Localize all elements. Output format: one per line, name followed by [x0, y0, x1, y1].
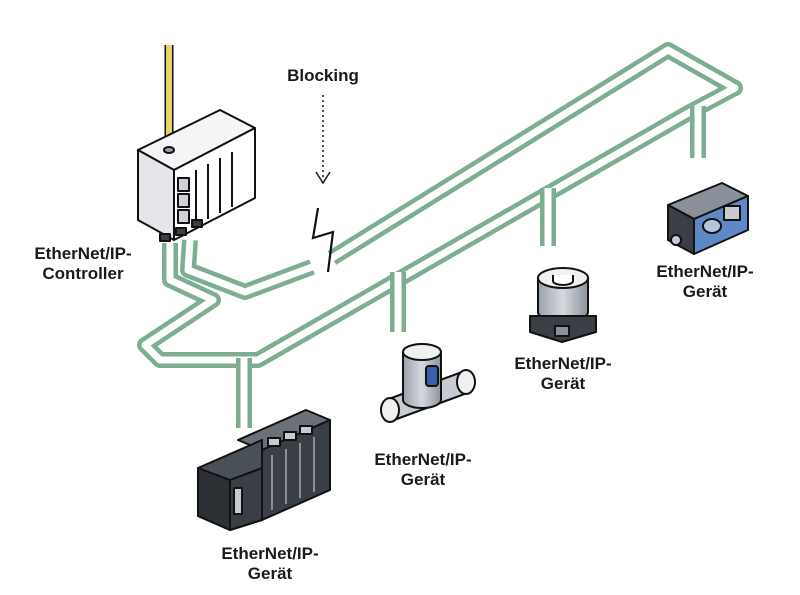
- network-ring: [137, 42, 743, 368]
- device-label-positioner: EtherNet/IP- Gerät: [640, 262, 770, 302]
- blocking-break-icon: [311, 207, 335, 273]
- positioner-icon: [667, 182, 749, 255]
- plc-rack-icon: [197, 409, 331, 531]
- device-label-plc: EtherNet/IP- Gerät: [205, 544, 335, 584]
- device-label-valve: EtherNet/IP- Gerät: [358, 450, 488, 490]
- device-label-line2: Gerät: [682, 282, 728, 301]
- blocking-arrow: [315, 95, 331, 185]
- device-drops: [236, 106, 706, 428]
- controller-icon: [137, 109, 256, 242]
- device-label-line1: EtherNet/IP-: [221, 544, 319, 563]
- device-label-line1: EtherNet/IP-: [374, 450, 472, 469]
- device-label-line1: EtherNet/IP-: [514, 354, 612, 373]
- controller-label: EtherNet/IP- Controller: [8, 244, 158, 284]
- valve-icon: [380, 343, 476, 423]
- device-label-line2: Gerät: [247, 564, 293, 583]
- device-label-line2: Gerät: [400, 470, 446, 489]
- device-label-line2: Gerät: [540, 374, 586, 393]
- controller-label-line1: EtherNet/IP-: [34, 244, 132, 263]
- actuator-icon: [529, 267, 597, 343]
- device-label-actuator: EtherNet/IP- Gerät: [498, 354, 628, 394]
- device-label-line1: EtherNet/IP-: [656, 262, 754, 281]
- controller-label-line2: Controller: [42, 264, 124, 283]
- blocking-label: Blocking: [287, 66, 359, 85]
